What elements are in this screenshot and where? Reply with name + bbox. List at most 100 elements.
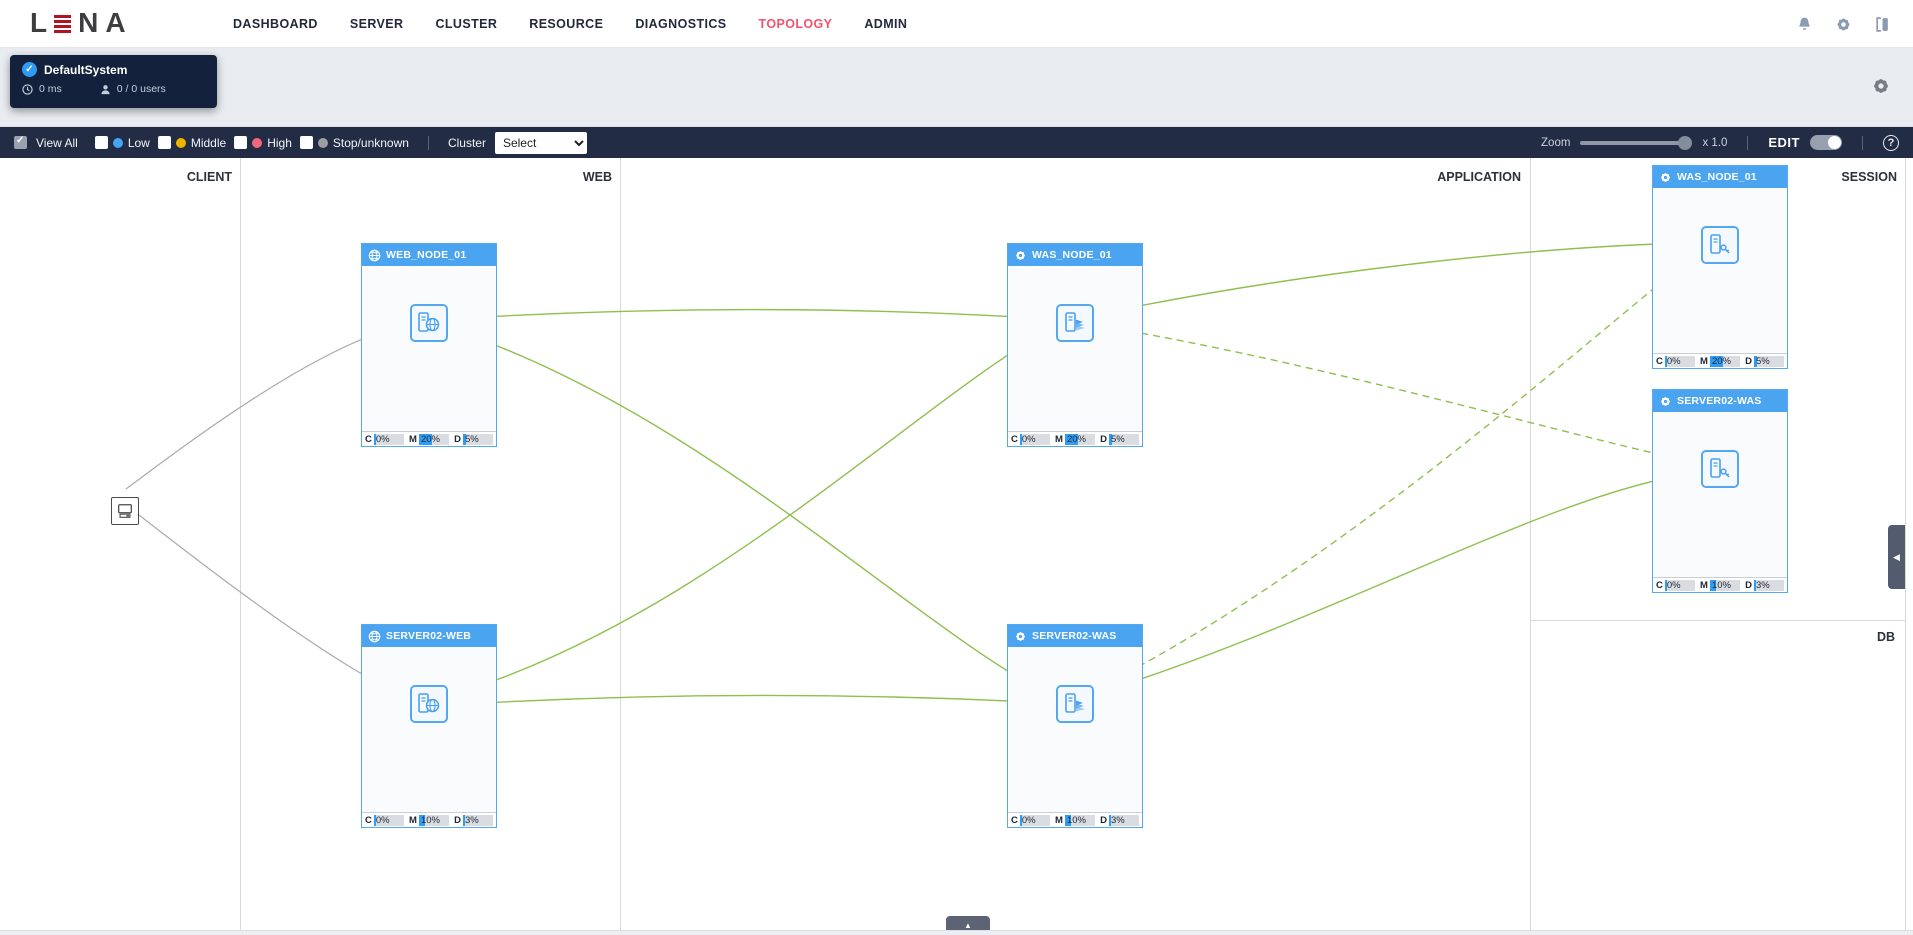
column-divider-web-application <box>620 158 621 935</box>
view-all-checkbox[interactable] <box>14 135 27 149</box>
divider <box>427 135 429 150</box>
lena-logo[interactable]: L N A <box>30 8 126 38</box>
status-legend: Low Middle High Stop/unknown <box>87 136 409 150</box>
stat-letter: C <box>365 433 372 445</box>
low-checkbox[interactable] <box>94 136 108 149</box>
cluster-select[interactable]: Select <box>494 131 587 154</box>
stat-value: 0% <box>1666 579 1681 591</box>
column-label-web: WEB <box>582 170 612 184</box>
was-server-icon[interactable] <box>1056 685 1094 723</box>
node-title: WEB_NODE_01 <box>386 249 467 261</box>
clock-icon <box>22 83 33 95</box>
globe-icon <box>368 249 381 262</box>
nav-item-resource[interactable]: RESOURCE <box>529 17 604 31</box>
stat-value: 0% <box>375 433 390 445</box>
system-strip: ✓ DefaultSystem 0 ms 0 / 0 users <box>0 48 1913 127</box>
nav-item-dashboard[interactable]: DASHBOARD <box>233 17 318 31</box>
edge-was1-to-session1 <box>1093 238 1700 316</box>
legend-label: High <box>267 135 292 150</box>
cog-icon <box>1659 171 1672 184</box>
right-panel-expand-button[interactable]: ◀ <box>1888 525 1905 589</box>
legend-item-middle: Middle <box>157 135 227 150</box>
stat-letter: D <box>1100 814 1107 826</box>
top-navbar: L N A DASHBOARD SERVER CLUSTER RESOURCE DIAG… <box>0 0 1913 48</box>
bell-icon[interactable] <box>1796 16 1813 33</box>
stat-bar: 3% <box>1108 814 1139 826</box>
session-server-icon[interactable] <box>1701 450 1739 488</box>
nav-item-diagnostics[interactable]: DIAGNOSTICS <box>635 17 727 31</box>
cog-icon <box>1014 630 1027 643</box>
zoom-slider-thumb[interactable] <box>1678 135 1693 150</box>
logout-icon[interactable] <box>1874 16 1891 33</box>
stat-letter: D <box>1745 579 1752 591</box>
topology-canvas[interactable]: CLIENT WEB APPLICATION SESSION DB ▲ ◀ WE… <box>0 158 1913 935</box>
stat-value: 3% <box>1755 579 1770 591</box>
stat-value: 20% <box>1711 355 1731 367</box>
stat-value: 3% <box>1110 814 1125 826</box>
session-server-icon[interactable] <box>1701 226 1739 264</box>
node-body <box>1653 412 1787 577</box>
client-node[interactable] <box>111 497 139 525</box>
stat-value: 5% <box>1755 355 1770 367</box>
was-server-icon[interactable] <box>1056 304 1094 342</box>
stat-bar: 0% <box>373 433 404 445</box>
nav-item-cluster[interactable]: CLUSTER <box>435 17 498 31</box>
legend-label: Stop/unknown <box>332 135 409 150</box>
stat-bar: 3% <box>462 814 493 826</box>
edge-web2-to-was2 <box>447 694 1053 707</box>
legend-item-low: Low <box>94 136 150 150</box>
nav-item-topology[interactable]: TOPOLOGY <box>758 17 833 31</box>
stat-bar: 5% <box>462 433 493 445</box>
gear-icon[interactable] <box>1835 16 1852 33</box>
stat-value: 0% <box>375 814 390 826</box>
web-server-icon[interactable] <box>410 304 448 342</box>
stop-unknown-checkbox[interactable] <box>299 136 313 149</box>
edit-label: EDIT <box>1768 135 1800 150</box>
main-menu: DASHBOARD SERVER CLUSTER RESOURCE DIAGNOSTIC… <box>233 0 907 48</box>
divider <box>1862 135 1863 150</box>
stat-value: 10% <box>1066 814 1086 826</box>
web-server-icon[interactable] <box>410 685 448 723</box>
system-card-defaultsystem[interactable]: ✓ DefaultSystem 0 ms 0 / 0 users <box>10 55 217 108</box>
legend-label: Middle <box>190 135 227 150</box>
middle-checkbox[interactable] <box>157 136 171 149</box>
node-body <box>362 266 496 431</box>
high-checkbox[interactable] <box>234 136 248 149</box>
stat-letter: M <box>1055 433 1063 445</box>
stat-bar: 10% <box>1064 814 1095 826</box>
bottom-scroll-strip <box>0 930 1913 935</box>
legend-item-stop-unknown: Stop/unknown <box>299 135 409 150</box>
stat-letter: M <box>1055 814 1063 826</box>
chevron-up-icon: ▲ <box>964 920 972 930</box>
stat-bar: 20% <box>418 433 449 445</box>
zoom-slider[interactable] <box>1580 135 1693 150</box>
edit-toggle-knob <box>1828 136 1841 149</box>
edit-toggle[interactable] <box>1810 135 1842 150</box>
help-icon[interactable]: ? <box>1883 134 1899 151</box>
nav-item-server[interactable]: SERVER <box>349 17 404 31</box>
stat-bar: 5% <box>1753 355 1784 367</box>
view-all-label: View All <box>36 135 78 150</box>
topology-settings-gear-icon[interactable] <box>1871 76 1891 96</box>
stat-letter: M <box>1700 579 1708 591</box>
nav-item-admin[interactable]: ADMIN <box>864 17 908 31</box>
status-dot-icon <box>175 137 186 148</box>
edge-was2-to-session2 <box>1093 469 1700 695</box>
system-response-time: 0 ms <box>39 83 62 95</box>
cog-icon <box>1014 249 1027 262</box>
